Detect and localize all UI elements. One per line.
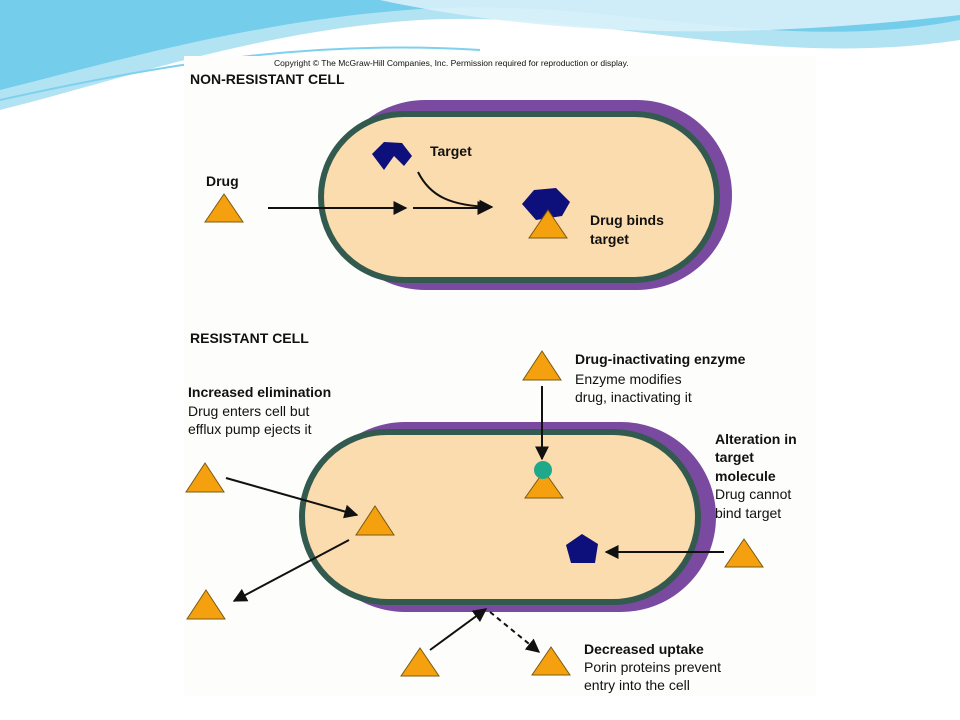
drug-triangle-uptake xyxy=(400,647,440,677)
drug-binds-target-line2: target xyxy=(590,231,629,247)
alteration-title-line1: Alteration in xyxy=(715,431,797,447)
enzyme-title: Drug-inactivating enzyme xyxy=(575,351,746,367)
non-resistant-heading: NON-RESISTANT CELL xyxy=(190,71,345,87)
uptake-line1: Porin proteins prevent xyxy=(584,659,721,675)
drug-label: Drug xyxy=(206,173,239,189)
drug-triangle-blocked xyxy=(531,646,571,676)
uptake-title: Decreased uptake xyxy=(584,641,704,657)
efflux-exit-arrow xyxy=(232,539,350,602)
resistant-heading: RESISTANT CELL xyxy=(190,330,309,346)
bound-drug-triangle xyxy=(528,209,568,239)
uptake-arrow xyxy=(429,608,488,651)
enzyme-line1: Enzyme modifies xyxy=(575,371,682,387)
uptake-blocked-arrow xyxy=(489,611,541,653)
elimination-line2: efflux pump ejects it xyxy=(188,421,312,437)
elimination-line1: Drug enters cell but xyxy=(188,403,310,419)
non-resistant-cell xyxy=(318,100,732,290)
drug-triangle-enzyme-incoming xyxy=(522,350,562,381)
cell-body xyxy=(299,429,701,605)
target-label: Target xyxy=(430,143,472,159)
inactivated-drug-triangle xyxy=(524,470,564,499)
elimination-title: Increased elimination xyxy=(188,384,331,400)
efflux-entry-arrow xyxy=(225,477,359,519)
drug-binds-target-line1: Drug binds xyxy=(590,212,664,228)
enzyme-dot xyxy=(534,461,552,479)
cell-body xyxy=(318,111,720,283)
bound-target-molecule xyxy=(522,188,570,220)
uptake-line2: entry into the cell xyxy=(584,677,690,693)
drug-triangle-inside xyxy=(355,505,395,536)
drug-triangle xyxy=(204,193,244,223)
copyright-notice: Copyright © The McGraw-Hill Companies, I… xyxy=(274,58,629,68)
slide-wave-highlight xyxy=(380,0,960,32)
resistant-cell xyxy=(299,422,716,612)
alteration-title-line3: molecule xyxy=(715,468,776,484)
enzyme-line2: drug, inactivating it xyxy=(575,389,692,405)
drug-triangle-ejected xyxy=(186,589,226,620)
alteration-line2: bind target xyxy=(715,505,781,521)
alteration-line1: Drug cannot xyxy=(715,486,791,502)
altered-target-molecule xyxy=(566,534,598,563)
drug-triangle-alteration xyxy=(724,538,764,568)
target-molecule xyxy=(372,142,412,170)
drug-triangle-outside xyxy=(185,462,225,493)
alteration-title-line2: target xyxy=(715,449,754,465)
